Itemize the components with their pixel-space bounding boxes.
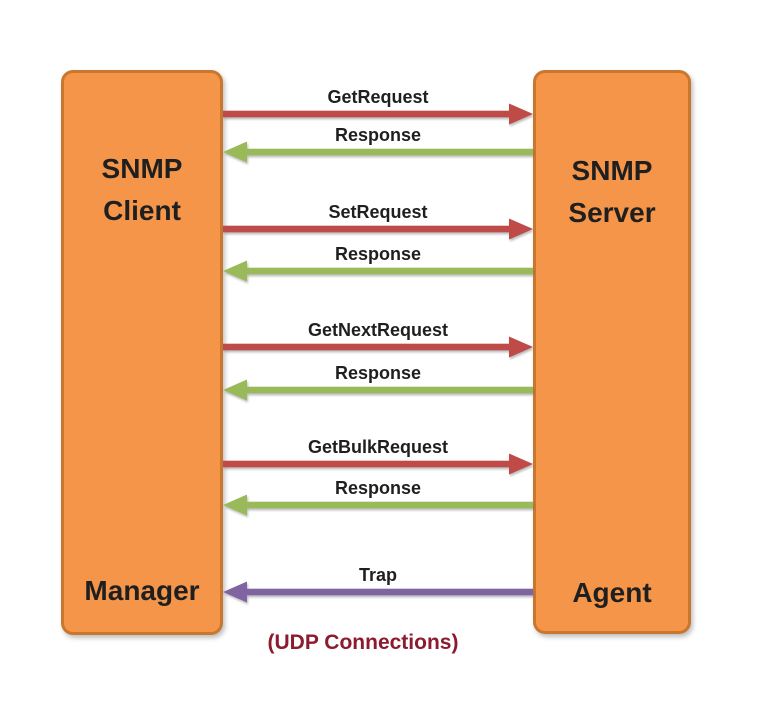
arrow-shaft bbox=[223, 460, 513, 468]
message-label-setrequest: SetRequest bbox=[328, 202, 428, 222]
arrow-shaft bbox=[243, 588, 533, 596]
arrow-head bbox=[509, 336, 533, 358]
arrow-head bbox=[509, 453, 533, 475]
message-label-trap: Trap bbox=[358, 565, 397, 585]
snmp-server-box: SNMP Server Agent bbox=[533, 70, 691, 634]
arrow-shaft bbox=[243, 501, 533, 509]
arrow-getnextrequest-right bbox=[223, 336, 533, 358]
udp-connections-caption: (UDP Connections) bbox=[267, 631, 459, 654]
message-label-response: Response bbox=[334, 244, 422, 264]
server-title-line1: SNMP bbox=[571, 155, 653, 186]
message-label-response: Response bbox=[334, 478, 422, 498]
client-title-line2: Client bbox=[103, 195, 181, 226]
message-label-getnextrequest: GetNextRequest bbox=[307, 320, 449, 340]
arrow-head bbox=[223, 260, 247, 282]
arrow-response-left bbox=[223, 494, 533, 516]
arrow-shaft bbox=[243, 267, 533, 275]
snmp-client-box: SNMP Client Manager bbox=[61, 70, 223, 635]
message-label-getrequest: GetRequest bbox=[327, 87, 429, 107]
arrow-shaft bbox=[223, 343, 513, 351]
arrow-head bbox=[223, 379, 247, 401]
arrow-shaft bbox=[243, 386, 533, 394]
arrow-response-left bbox=[223, 141, 533, 163]
arrow-response-left bbox=[223, 260, 533, 282]
manager-label: Manager bbox=[84, 575, 200, 606]
agent-label: Agent bbox=[572, 577, 652, 608]
arrow-response-left bbox=[223, 379, 533, 401]
arrow-head bbox=[223, 581, 247, 603]
message-label-response: Response bbox=[334, 363, 422, 383]
arrow-shaft bbox=[223, 110, 513, 118]
arrow-trap-left bbox=[223, 581, 533, 603]
message-label-getbulkrequest: GetBulkRequest bbox=[307, 437, 449, 457]
arrow-getbulkrequest-right bbox=[223, 453, 533, 475]
server-title-line2: Server bbox=[568, 197, 656, 228]
arrow-head bbox=[223, 494, 247, 516]
client-title-line1: SNMP bbox=[101, 153, 183, 184]
arrow-shaft bbox=[223, 225, 513, 233]
client-box-title: SNMP Client bbox=[102, 148, 183, 232]
server-box-title: SNMP Server bbox=[568, 150, 655, 234]
arrow-head bbox=[509, 218, 533, 240]
message-label-response: Response bbox=[334, 125, 422, 145]
arrow-head bbox=[223, 141, 247, 163]
arrow-head bbox=[509, 103, 533, 125]
arrow-shaft bbox=[243, 148, 533, 156]
arrow-getrequest-right bbox=[223, 103, 533, 125]
arrow-setrequest-right bbox=[223, 218, 533, 240]
